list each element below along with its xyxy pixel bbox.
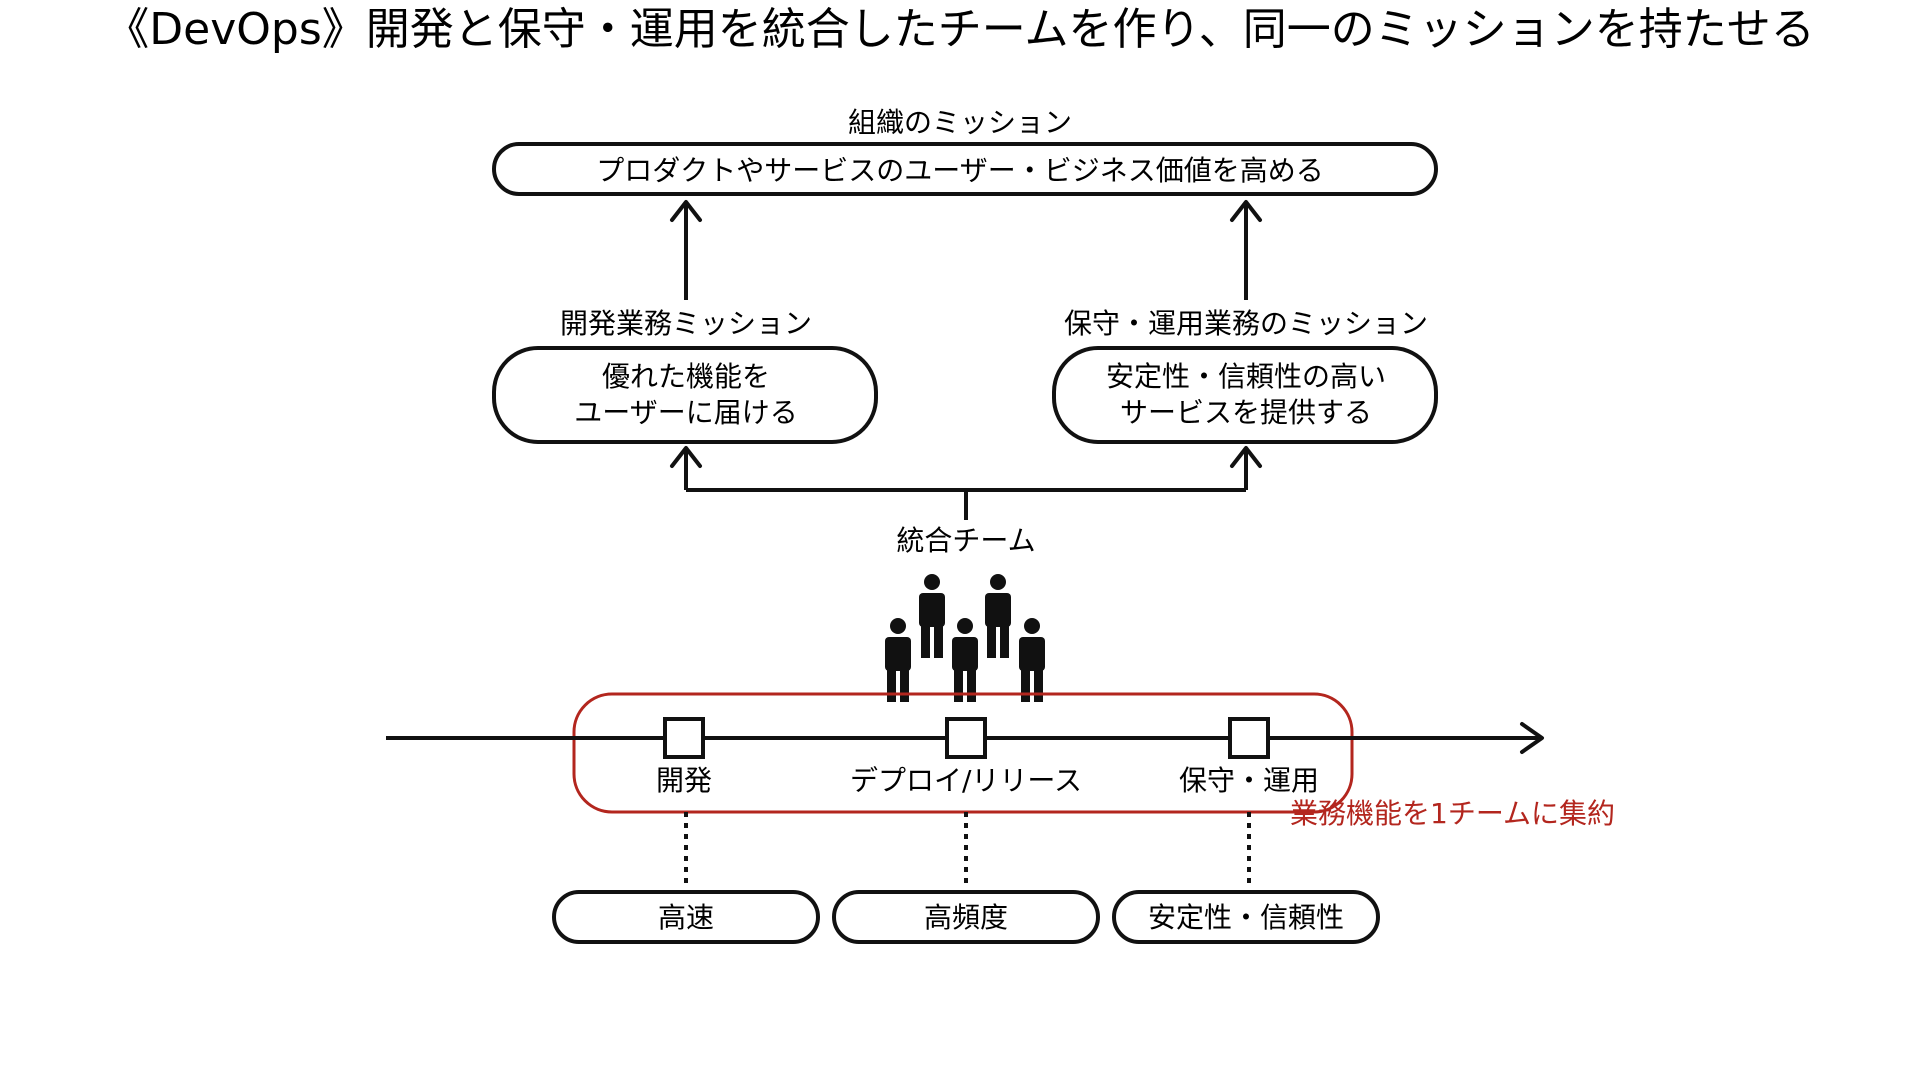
team-label: 統合チーム	[896, 524, 1035, 557]
quality-label-speed: 高速	[658, 901, 714, 934]
org-mission-text: プロダクトやサービスのユーザー・ビジネス価値を高める	[596, 154, 1323, 187]
quality-box-frequency	[832, 890, 1100, 944]
stage-label-ops: 保守・運用	[1179, 764, 1319, 797]
quality-box-stability	[1112, 890, 1380, 944]
quality-label-stability: 安定性・信頼性	[1148, 901, 1344, 934]
stage-label-release: デプロイ/リリース	[850, 764, 1082, 797]
arrow-up-icon	[670, 200, 702, 300]
dev-mission-label: 開発業務ミッション	[560, 307, 812, 340]
aggregation-boundary	[572, 692, 1354, 814]
page-title: 《DevOps》開発と保守・運用を統合したチームを作り、同一のミッションを持たせ…	[105, 4, 1814, 55]
quality-box-speed	[552, 890, 820, 944]
person-icon	[1019, 618, 1045, 702]
person-icon	[985, 574, 1011, 658]
aggregation-label: 業務機能を1チームに集約	[1290, 797, 1615, 830]
stage-marker-ops	[1228, 717, 1270, 759]
ops-mission-label: 保守・運用業務のミッション	[1064, 307, 1428, 340]
stage-marker-dev	[663, 717, 705, 759]
ops-mission-box	[1052, 346, 1438, 444]
dev-mission-line: 優れた機能を	[602, 360, 770, 393]
team-people	[885, 574, 1045, 702]
quality-label-frequency: 高頻度	[924, 901, 1008, 934]
ops-mission-line: 安定性・信頼性の高い	[1106, 360, 1386, 393]
person-icon	[919, 574, 945, 658]
arrow-up-icon	[670, 446, 702, 468]
dev-mission-box	[492, 346, 878, 444]
org-mission-label: 組織のミッション	[848, 106, 1072, 139]
arrow-up-icon	[1230, 446, 1262, 468]
person-icon	[952, 618, 978, 702]
person-icon	[885, 618, 911, 702]
arrow-up-icon	[1230, 200, 1262, 300]
dev-mission-line: ユーザーに届ける	[574, 396, 797, 429]
stage-marker-release	[945, 717, 987, 759]
ops-mission-line: サービスを提供する	[1120, 396, 1372, 429]
org-mission-box	[492, 142, 1438, 196]
stage-label-dev: 開発	[656, 764, 712, 797]
team-to-missions-connector	[684, 450, 1248, 520]
arrow-right-icon	[1520, 722, 1544, 754]
